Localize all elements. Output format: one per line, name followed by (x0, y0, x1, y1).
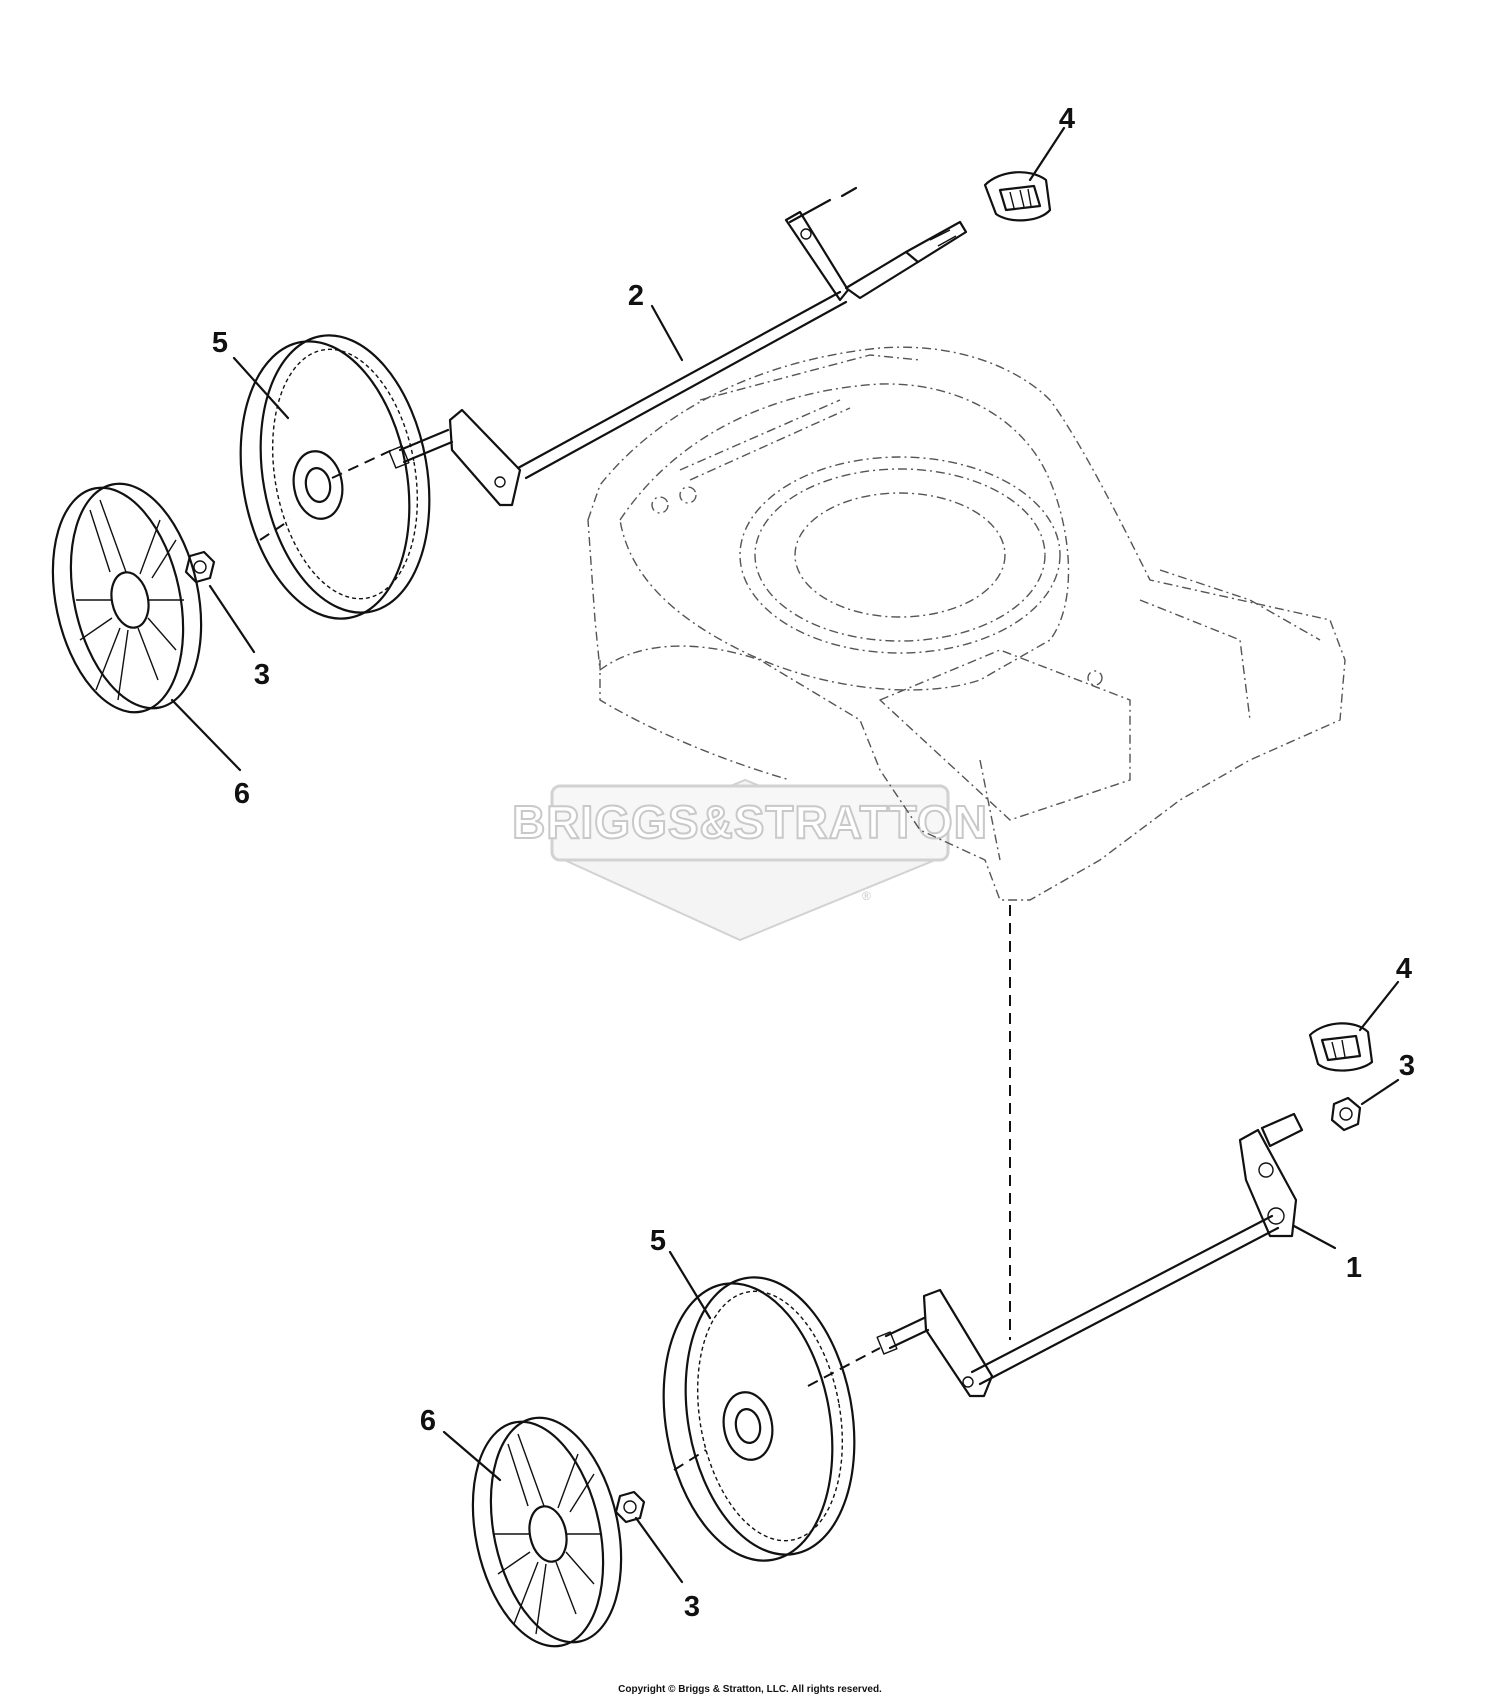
callout-1: 1 (1346, 1252, 1362, 1284)
callout-6-top: 6 (234, 778, 250, 810)
hubcap-bottom (471, 1416, 623, 1648)
callout-4-top: 4 (1059, 103, 1075, 135)
copyright-notice: Copyright © Briggs & Stratton, LLC. All … (618, 1684, 882, 1695)
plug-cap-bottom (1308, 1022, 1374, 1072)
hubcap-top (51, 482, 203, 714)
callout-3-top: 3 (254, 659, 270, 691)
mower-deck-outline (587, 346, 1346, 901)
callout-3-bottom: 3 (684, 1591, 700, 1623)
upper-axle (388, 186, 968, 507)
callouts: 4 2 5 3 6 4 3 1 5 6 3 (212, 103, 1415, 1623)
callout-4-bottom: 4 (1396, 953, 1412, 985)
callout-6-bottom: 6 (420, 1405, 436, 1437)
callout-5-bottom: 5 (650, 1225, 666, 1257)
watermark-registered-mark: ® (862, 889, 871, 903)
callout-2: 2 (628, 280, 644, 312)
nut-bottom (614, 1490, 646, 1524)
callout-5-top: 5 (212, 327, 228, 359)
callout-3-right: 3 (1399, 1050, 1415, 1082)
leader-lines (170, 126, 1400, 1584)
nut-top (184, 550, 216, 584)
lower-axle (876, 1112, 1304, 1398)
wheel-top (239, 334, 431, 620)
wheel-bottom (662, 1276, 881, 1562)
watermark-brand: BRIGGS&STRATTON (512, 796, 988, 848)
plug-cap-top (983, 171, 1052, 222)
nut-right (1330, 1096, 1362, 1132)
watermark-logo: BRIGGS&STRATTON ® (511, 778, 988, 942)
